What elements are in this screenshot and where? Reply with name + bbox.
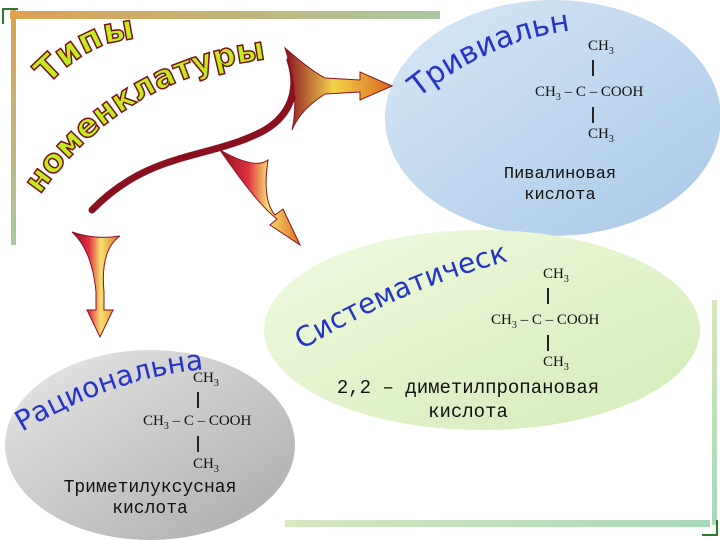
systematic-name-line2: кислота [428, 401, 508, 423]
rational-formula-bottom: CH3 [193, 456, 219, 475]
systematic-bond-down [547, 335, 549, 351]
rational-name: Триметилуксусная кислота [20, 478, 280, 520]
frame-corner-mark-br [702, 520, 718, 536]
rational-name-line1: Триметилуксусная [63, 478, 237, 498]
rational-formula: CH3 CH3 – C – COOH CH3 [143, 370, 303, 480]
trivial-bond-up [592, 60, 594, 76]
rational-ellipse [5, 350, 295, 540]
rational-name-line2: кислота [112, 499, 188, 519]
systematic-ellipse [264, 230, 700, 430]
rational-bond-up [197, 392, 199, 408]
frame-left-bar [11, 10, 16, 245]
trivial-ellipse [385, 0, 720, 236]
frame-right-bar [712, 300, 717, 525]
arrow-funnel-trivial [283, 46, 394, 131]
frame-top-bar [10, 11, 440, 19]
trivial-bond-down [592, 107, 594, 123]
trivial-formula: CH3 CH3 – C – COOH CH3 [535, 38, 695, 148]
systematic-formula-top: CH3 [543, 266, 569, 285]
arrow-funnel-systematic [219, 149, 302, 247]
trivial-name: Пивалиновая кислота [450, 164, 670, 206]
systematic-bond-up [547, 288, 549, 304]
frame-corner-mark [2, 8, 18, 24]
trivial-formula-bottom: CH3 [588, 126, 614, 145]
systematic-formula: CH3 CH3 – C – COOH CH3 [491, 266, 651, 376]
frame-bottom-bar [285, 520, 710, 527]
connector-curve [88, 56, 298, 214]
rational-bond-down [197, 436, 199, 452]
rational-formula-middle: CH3 – C – COOH [143, 413, 252, 432]
arrow-funnel-rational [71, 231, 121, 339]
systematic-name-line1: 2,2 – диметилпропановая [336, 377, 600, 399]
rational-formula-top: CH3 [193, 370, 219, 389]
systematic-formula-middle: CH3 – C – COOH [491, 312, 600, 331]
trivial-formula-top: CH3 [588, 38, 614, 57]
trivial-name-line2: кислота [524, 186, 596, 205]
trivial-name-line1: Пивалиновая [503, 165, 617, 184]
systematic-formula-bottom: CH3 [543, 354, 569, 373]
trivial-formula-middle: CH3 – C – COOH [535, 84, 644, 103]
systematic-name: 2,2 – диметилпропановая кислота [298, 376, 638, 424]
